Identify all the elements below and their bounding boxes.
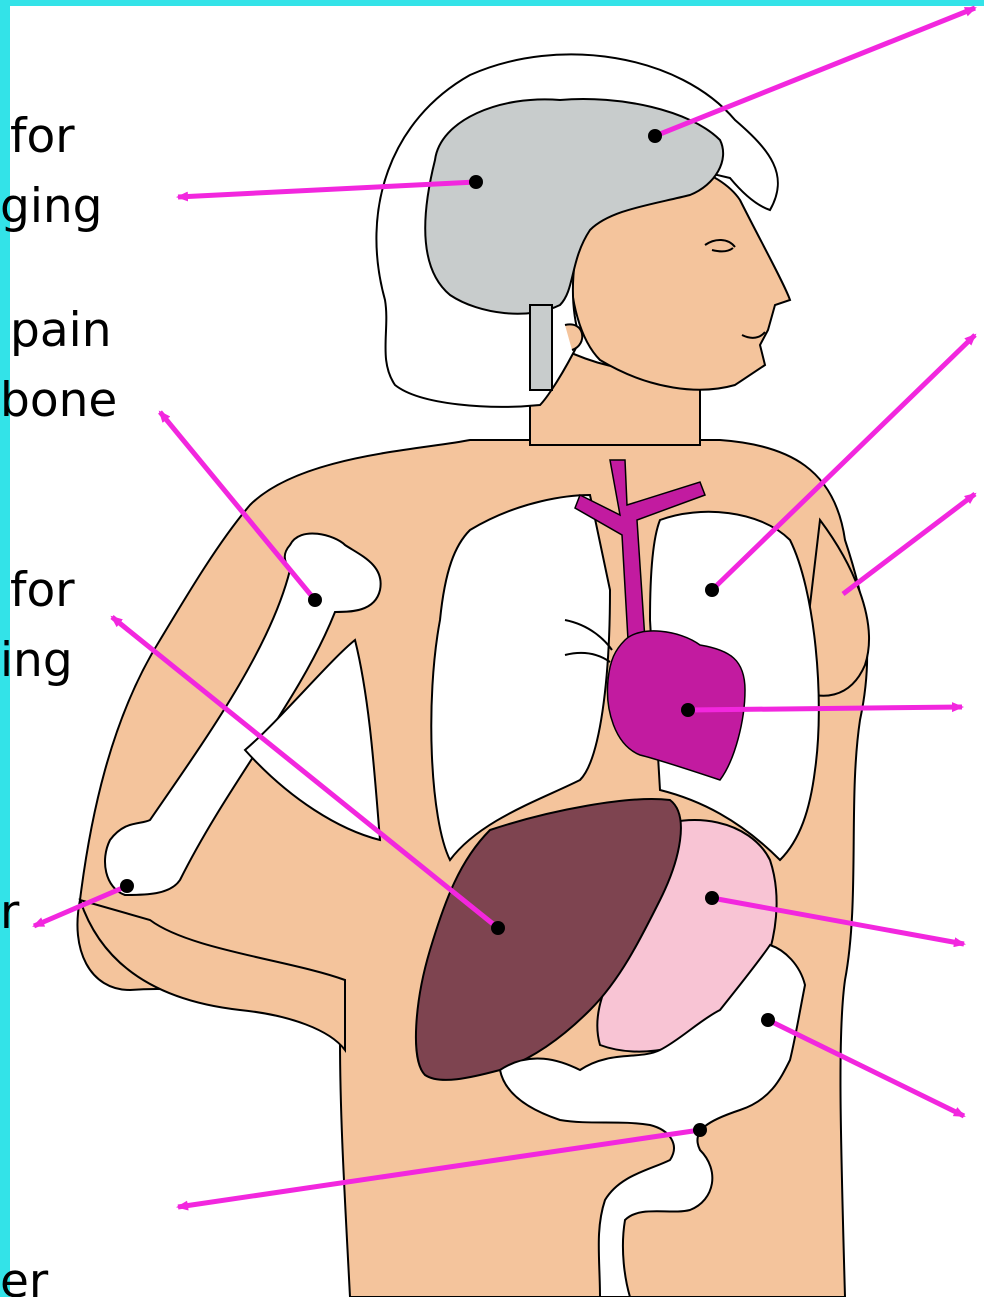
anchor-dot-icon [469, 175, 483, 189]
label-brain-left-1: for [10, 109, 75, 164]
arrow-brain-top-right [655, 8, 975, 136]
label-bone-1: pain [10, 303, 111, 358]
label-liver-1: for [10, 563, 75, 618]
anchor-dot-icon [761, 1013, 775, 1027]
brain-stem [530, 305, 552, 390]
anchor-dot-icon [120, 879, 134, 893]
label-brain-left-2: ging [0, 179, 103, 234]
anchor-dot-icon [308, 593, 322, 607]
anchor-dot-icon [705, 583, 719, 597]
anchor-dot-icon [648, 129, 662, 143]
label-elbow: r [0, 885, 20, 940]
label-bottom: er [0, 1254, 49, 1297]
label-liver-2: ing [0, 633, 73, 688]
arrow-breast [843, 494, 975, 594]
anchor-dot-icon [705, 891, 719, 905]
anchor-dot-icon [681, 703, 695, 717]
anchor-dot-icon [693, 1123, 707, 1137]
anchor-dot-icon [491, 921, 505, 935]
label-group: for ging pain bone for ing r er [0, 109, 117, 1297]
top-border [0, 0, 984, 6]
arrow-heart [688, 707, 962, 710]
label-bone-2: bone [0, 373, 117, 428]
